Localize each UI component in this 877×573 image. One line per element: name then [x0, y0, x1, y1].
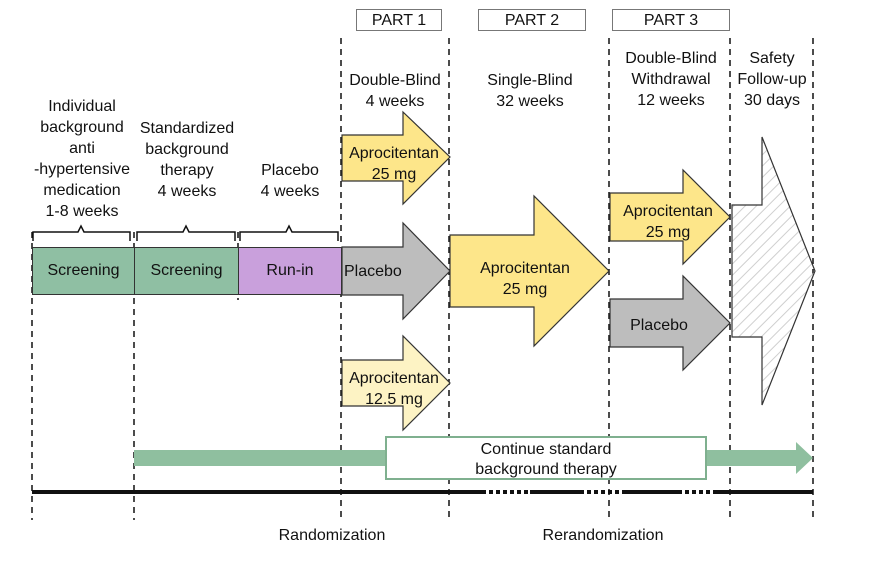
- continue-therapy-box: Continue standard background therapy: [385, 436, 707, 480]
- arm-p2-aprocitentan-25-arrow: [449, 194, 610, 348]
- continue-therapy-bar-left: [134, 450, 386, 466]
- safety-follow-up-label: Safety Follow-up 30 days: [737, 50, 807, 109]
- p1-aprocitentan-25-label: Aprocitentan 25 mg: [349, 145, 439, 183]
- screening-box-1: Screening: [32, 247, 135, 295]
- part-2-header: PART 2: [478, 9, 586, 31]
- withdrawal-label: Double-Blind Withdrawal 12 weeks: [625, 50, 717, 109]
- brace-standardized: [136, 224, 236, 241]
- rerandomization-label: Rerandomization: [542, 527, 664, 544]
- double-blind-label: Double-Blind 4 weeks: [349, 72, 441, 110]
- phase-braces: [32, 224, 339, 241]
- p3-placebo-label: Placebo: [630, 317, 688, 334]
- arm-p3-aprocitentan-25-arrow: [609, 168, 731, 266]
- p3-aprocitentan-25-label: Aprocitentan 25 mg: [623, 203, 713, 241]
- p2-aprocitentan-25-label: Aprocitentan 25 mg: [480, 260, 570, 298]
- arm-p1-aprocitentan-12-5-arrow: [341, 334, 451, 432]
- arm-p1-aprocitentan-25-arrow: [341, 110, 451, 206]
- brace-placebo: [239, 224, 339, 241]
- runin-box: Run-in: [238, 247, 342, 295]
- brace-individual: [32, 224, 131, 241]
- continue-therapy-arrowhead: [796, 442, 813, 474]
- p1-placebo-label: Placebo: [344, 263, 402, 280]
- arm-p1-placebo-arrow: [341, 221, 451, 321]
- individual-background-medication-label: Individual background anti -hypertensive…: [33, 98, 131, 220]
- arm-p3-placebo-arrow: [609, 274, 731, 372]
- randomization-label: Randomization: [278, 527, 386, 544]
- placebo-runin-label: Placebo 4 weeks: [260, 162, 320, 200]
- single-blind-label: Single-Blind 32 weeks: [487, 72, 573, 110]
- safety-follow-up-arrow: [731, 136, 816, 406]
- part-3-header: PART 3: [612, 9, 730, 31]
- part-1-header: PART 1: [356, 9, 442, 31]
- continue-therapy-bar-right: [706, 450, 796, 466]
- standardized-therapy-label: Standardized background therapy 4 weeks: [139, 120, 235, 200]
- p1-aprocitentan-12-5-label: Aprocitentan 12.5 mg: [349, 370, 439, 408]
- screening-box-2: Screening: [134, 247, 239, 295]
